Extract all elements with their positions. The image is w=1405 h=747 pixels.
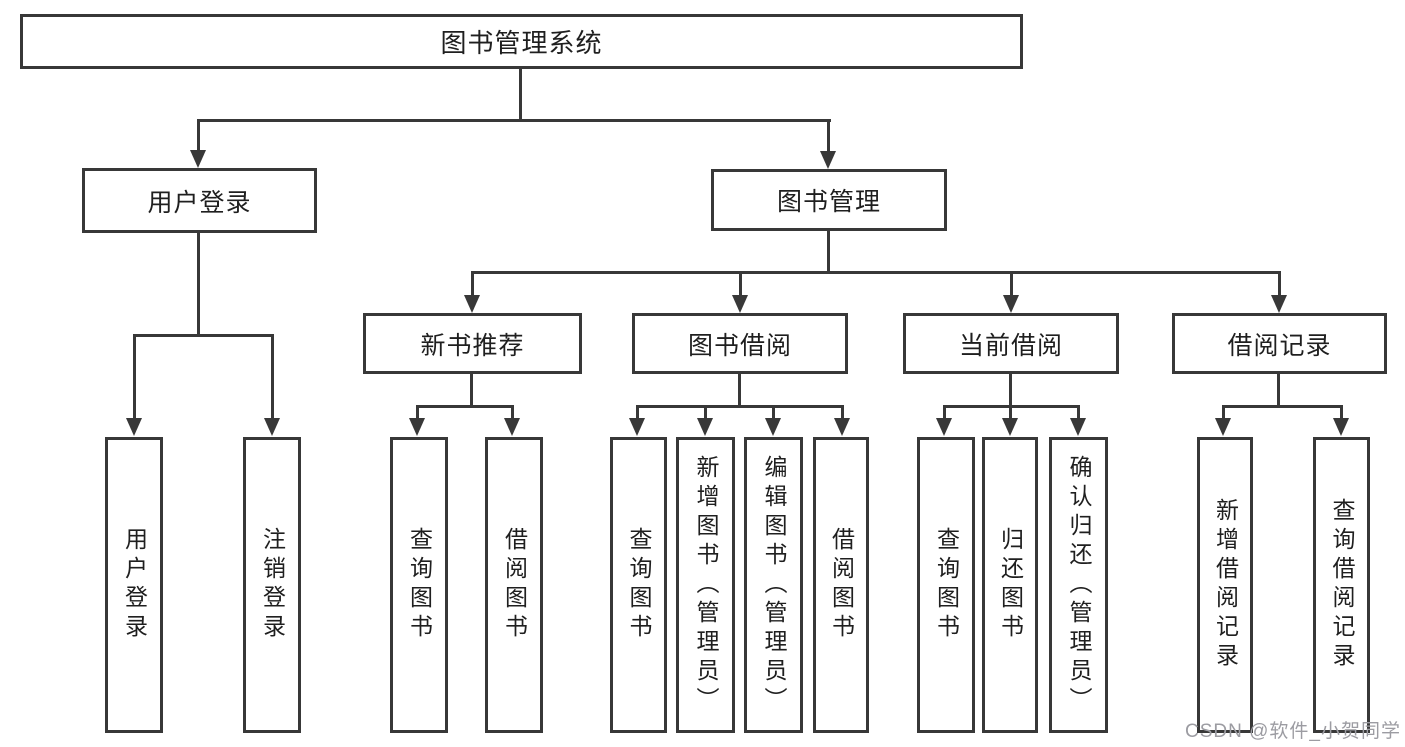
arrow-to-logout <box>264 418 280 436</box>
connector-current-drop3 <box>1077 405 1080 420</box>
node-label: 编辑图书（管理员） <box>761 454 787 716</box>
connector-newbook-stem <box>470 374 473 408</box>
node-return-books: 归还图书 <box>982 437 1038 733</box>
connector-borrow-drop3 <box>772 405 775 420</box>
arrow-to-new-book <box>464 295 480 313</box>
connector-newbook-drop1 <box>416 405 419 420</box>
connector-borrow-drop4 <box>841 405 844 420</box>
node-borrow-books: 借阅图书 <box>813 437 869 733</box>
node-label: 查询图书 <box>933 527 960 643</box>
node-label: 新增借阅记录 <box>1212 498 1239 672</box>
node-query-books-newbook: 查询图书 <box>390 437 448 733</box>
arrow-to-login <box>190 150 206 168</box>
arrow-to-management <box>820 151 836 169</box>
arrow-current-child3 <box>1070 418 1086 436</box>
node-borrow-books-newbook: 借阅图书 <box>485 437 543 733</box>
connector-borrow-drop1 <box>636 405 639 420</box>
arrow-borrow-child1 <box>629 418 645 436</box>
connector-login-stem <box>197 233 200 336</box>
node-label: 查询图书 <box>626 527 652 643</box>
arrow-to-current-borrowing <box>1003 295 1019 313</box>
node-label: 当前借阅 <box>958 331 1063 360</box>
csdn-watermark: CSDN @软件_小贺同学 <box>1185 721 1401 742</box>
connector-section1-drop <box>471 271 474 297</box>
node-label: 查询图书 <box>406 527 433 643</box>
arrow-newbook-child2 <box>504 418 520 436</box>
node-user-login-leaf: 用户登录 <box>105 437 163 733</box>
node-label: 借阅图书 <box>828 527 855 643</box>
arrow-to-book-borrowing <box>732 295 748 313</box>
connector-borrow-stem <box>738 374 741 408</box>
connector-level2-bar <box>197 119 831 122</box>
connector-login-child2-drop <box>271 334 274 420</box>
arrow-to-borrowing-records <box>1271 295 1287 313</box>
node-label: 用户登录 <box>121 527 148 643</box>
connector-management-stem <box>827 231 830 274</box>
arrow-current-child1 <box>936 418 952 436</box>
connector-newbook-drop2 <box>511 405 514 420</box>
connector-management-drop <box>827 119 830 153</box>
node-logout: 注销登录 <box>243 437 301 733</box>
connector-record-bar <box>1222 405 1342 408</box>
connector-level3-bar <box>471 271 1281 274</box>
connector-record-drop2 <box>1340 405 1343 420</box>
connector-current-drop2 <box>1009 405 1012 420</box>
connector-current-stem <box>1009 374 1012 408</box>
node-label: 新增图书（管理员） <box>693 454 719 716</box>
arrow-record-child1 <box>1215 418 1231 436</box>
node-borrowing-records: 借阅记录 <box>1172 313 1387 374</box>
node-query-books-current: 查询图书 <box>917 437 975 733</box>
node-add-books-admin: 新增图书（管理员） <box>676 437 735 733</box>
node-new-book-recommend: 新书推荐 <box>363 313 582 374</box>
arrow-borrow-child3 <box>765 418 781 436</box>
node-user-login: 用户登录 <box>82 168 317 233</box>
node-current-borrowing: 当前借阅 <box>903 313 1119 374</box>
arrow-newbook-child1 <box>409 418 425 436</box>
arrow-borrow-child2 <box>697 418 713 436</box>
connector-newbook-bar <box>416 405 514 408</box>
connector-section4-drop <box>1278 271 1281 297</box>
node-label: 借阅图书 <box>501 527 528 643</box>
node-label: 借阅记录 <box>1227 331 1332 360</box>
connector-borrow-drop2 <box>704 405 707 420</box>
connector-section2-drop <box>739 271 742 297</box>
node-label: 用户登录 <box>147 188 252 217</box>
node-library-management-system: 图书管理系统 <box>20 14 1023 69</box>
node-edit-books-admin: 编辑图书（管理员） <box>744 437 803 733</box>
node-label: 归还图书 <box>997 527 1024 643</box>
arrow-borrow-child4 <box>834 418 850 436</box>
arrow-record-child2 <box>1333 418 1349 436</box>
node-label: 查询借阅记录 <box>1329 498 1355 672</box>
node-label: 图书管理 <box>776 188 881 216</box>
node-label: 图书管理系统 <box>440 28 603 58</box>
node-add-borrow-record: 新增借阅记录 <box>1197 437 1253 733</box>
connector-root-stem <box>519 69 522 121</box>
node-query-borrow-record: 查询借阅记录 <box>1313 437 1370 733</box>
connector-record-drop1 <box>1222 405 1225 420</box>
connector-login-child1-drop <box>133 334 136 420</box>
connector-current-drop1 <box>943 405 946 420</box>
node-book-borrowing: 图书借阅 <box>632 313 848 374</box>
arrow-to-user-login <box>126 418 142 436</box>
node-query-books-borrow: 查询图书 <box>610 437 667 733</box>
connector-section3-drop <box>1010 271 1013 297</box>
connector-login-bar <box>133 334 274 337</box>
node-confirm-return-admin: 确认归还（管理员） <box>1049 437 1108 733</box>
connector-login-drop <box>197 119 200 152</box>
node-label: 新书推荐 <box>420 331 525 360</box>
connector-record-stem <box>1277 374 1280 408</box>
node-label: 图书借阅 <box>687 331 792 360</box>
arrow-current-child2 <box>1002 418 1018 436</box>
node-label: 确认归还（管理员） <box>1066 454 1092 716</box>
node-book-management: 图书管理 <box>711 169 947 231</box>
connector-borrow-bar <box>636 405 844 408</box>
node-label: 注销登录 <box>259 527 286 643</box>
